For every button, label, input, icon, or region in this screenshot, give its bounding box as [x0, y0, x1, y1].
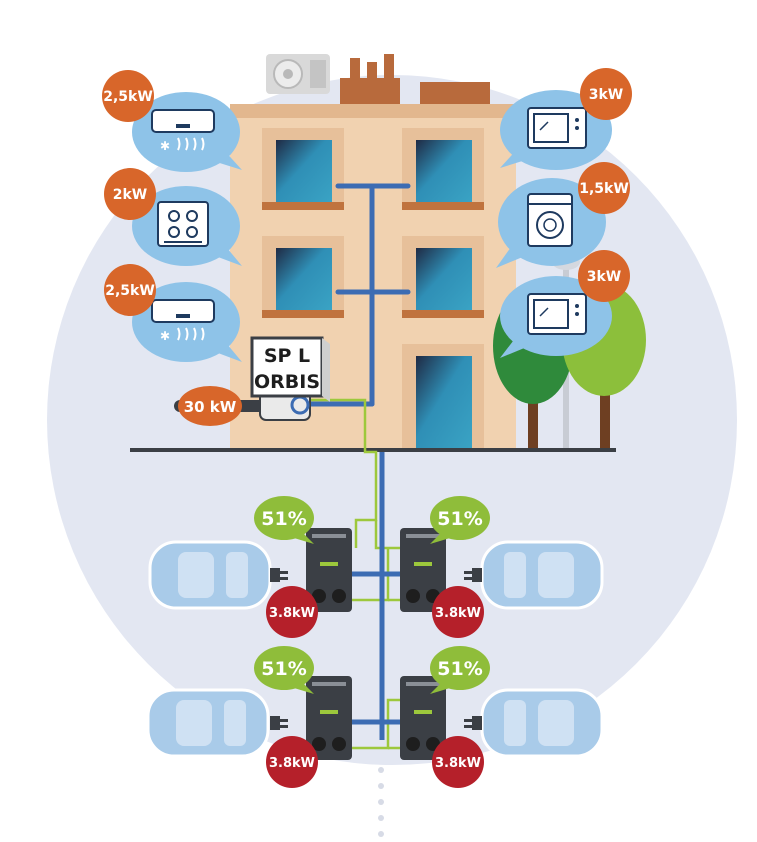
supply-power: 30 kW — [184, 398, 237, 416]
appliance-bubble-microwave-bottom: 3kW — [500, 250, 630, 358]
charger-soc: 51% — [261, 658, 306, 680]
appliance-bubble-microwave-top: 3kW — [500, 68, 632, 170]
blue-cable-building — [307, 183, 411, 407]
microwave-icon — [527, 293, 587, 335]
plug-icon — [270, 716, 288, 730]
charger-power: 3.8kW — [435, 756, 481, 771]
charger-unit — [400, 528, 446, 612]
charging-station: 51% 3.8kW — [146, 646, 352, 788]
charging-station: 51% 3.8kW — [148, 496, 352, 638]
charger-soc: 51% — [437, 508, 482, 530]
appliance-bubble-ac-top: ✱ 2,5kW — [102, 70, 242, 172]
charger-soc: 51% — [437, 658, 482, 680]
ac-top-power: 2,5kW — [103, 89, 153, 105]
charging-station: 51% 3.8kW — [400, 646, 604, 788]
microwave-bottom-power: 3kW — [587, 269, 622, 285]
charger-power: 3.8kW — [435, 606, 481, 621]
car-icon — [480, 540, 604, 610]
supply-badge: 30 kW — [178, 386, 242, 426]
charger-power: 3.8kW — [269, 606, 315, 621]
charger-power: 3.8kW — [269, 756, 315, 771]
charger-unit — [306, 676, 352, 760]
car-icon — [146, 688, 270, 758]
air-conditioner-icon: ✱ — [151, 109, 215, 153]
window — [402, 236, 484, 318]
microwave-icon — [527, 107, 587, 149]
window — [262, 236, 344, 318]
ground-line — [130, 448, 616, 452]
svg-text:✱: ✱ — [160, 139, 170, 153]
meter-label-line2: ORBIS — [254, 371, 320, 393]
appliance-bubble-ac-bottom: ✱ 2,5kW — [104, 264, 242, 362]
blue-cable-distribution — [350, 452, 400, 740]
window — [262, 128, 344, 210]
charger-unit — [306, 528, 352, 612]
door — [402, 344, 484, 448]
ac-bottom-power: 2,5kW — [105, 283, 155, 299]
charging-station: 51% 3.8kW — [400, 496, 604, 638]
appliance-bubble-hob: 2kW — [104, 168, 242, 266]
plug-icon — [270, 568, 288, 582]
plug-icon — [464, 568, 482, 582]
svg-text:✱: ✱ — [160, 329, 170, 343]
window — [402, 128, 484, 210]
microwave-top-power: 3kW — [589, 87, 624, 103]
cooktop-icon — [157, 201, 209, 247]
washing-machine-icon — [527, 193, 573, 247]
plug-icon — [464, 716, 482, 730]
charger-unit — [400, 676, 446, 760]
rooftop — [266, 54, 490, 108]
washer-power: 1,5kW — [579, 181, 629, 197]
car-icon — [480, 688, 604, 758]
car-icon — [148, 540, 272, 610]
dotted-trail — [378, 767, 384, 837]
air-conditioner-icon: ✱ — [151, 299, 215, 343]
charger-soc: 51% — [261, 508, 306, 530]
appliance-bubble-washer: 1,5kW — [496, 162, 630, 268]
smart-meter: SP L ORBIS — [250, 336, 330, 421]
meter-label-line1: SP L — [264, 345, 310, 367]
hob-power: 2kW — [113, 187, 148, 203]
